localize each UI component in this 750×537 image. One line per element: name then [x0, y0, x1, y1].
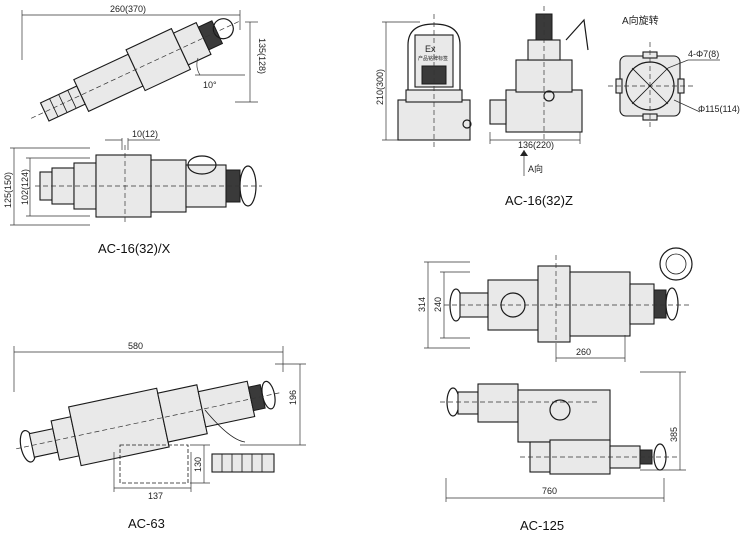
caption-ac16z: AC-16(32)Z [505, 193, 573, 208]
dim-ac63-length: 580 [128, 341, 143, 351]
ac16z-view-label: A向旋转 [622, 14, 659, 27]
ac16z-front-view: 210(300) Ex 产品铭牌标签 [375, 14, 472, 148]
dim-ac16z-width: 136(220) [518, 140, 554, 150]
dim-ac16x-height: 135(128) [257, 38, 267, 74]
ac16z-arrow-label: A向 [528, 163, 543, 174]
dim-ac16z-height: 210(300) [375, 69, 385, 105]
caption-ac63: AC-63 [128, 516, 165, 531]
ac125-side-view: 385 760 [440, 371, 686, 502]
dim-ac16z-pcd: Φ115(114) [698, 104, 740, 114]
ac16x-side-view: 260(370) 10° 135(128) [21, 4, 267, 122]
ac16z-ex-mark: Ex [425, 44, 436, 54]
dim-ac16z-holes: 4-Φ7(8) [688, 49, 719, 59]
ac125-top-view: 314 240 260 [417, 247, 693, 362]
dim-ac63-width: 137 [148, 491, 163, 501]
ac16z-nameplate: 产品铭牌标签 [418, 55, 448, 62]
dim-ac125-h1: 314 [417, 297, 427, 312]
dim-ac16x-angle: 10° [203, 80, 217, 90]
ac16x-front-view: 10(12) 125(150) 102(124) [3, 129, 262, 226]
dim-ac16x-length: 260(370) [110, 4, 146, 14]
caption-ac125: AC-125 [520, 518, 564, 533]
ac16z-side-view: 136(220) A向 [489, 6, 589, 176]
dim-ac125-h2: 240 [433, 297, 443, 312]
caption-ac16x: AC-16(32)/X [98, 241, 171, 256]
dim-ac16x-w: 10(12) [132, 129, 158, 139]
dim-ac16x-h1: 125(150) [3, 172, 13, 208]
dim-ac63-height: 196 [288, 390, 298, 405]
dim-ac125-w1: 260 [576, 347, 591, 357]
dim-ac125-length: 760 [542, 486, 557, 496]
dim-ac16x-h2: 102(124) [20, 169, 30, 205]
dim-ac63-h2: 130 [193, 457, 203, 472]
dim-ac125-h3: 385 [669, 427, 679, 442]
ac16z-view-a: A向旋转 4-Φ7(8) Φ115(114) [608, 14, 740, 130]
ac63-drawing: 580 196 137 130 [13, 341, 306, 501]
